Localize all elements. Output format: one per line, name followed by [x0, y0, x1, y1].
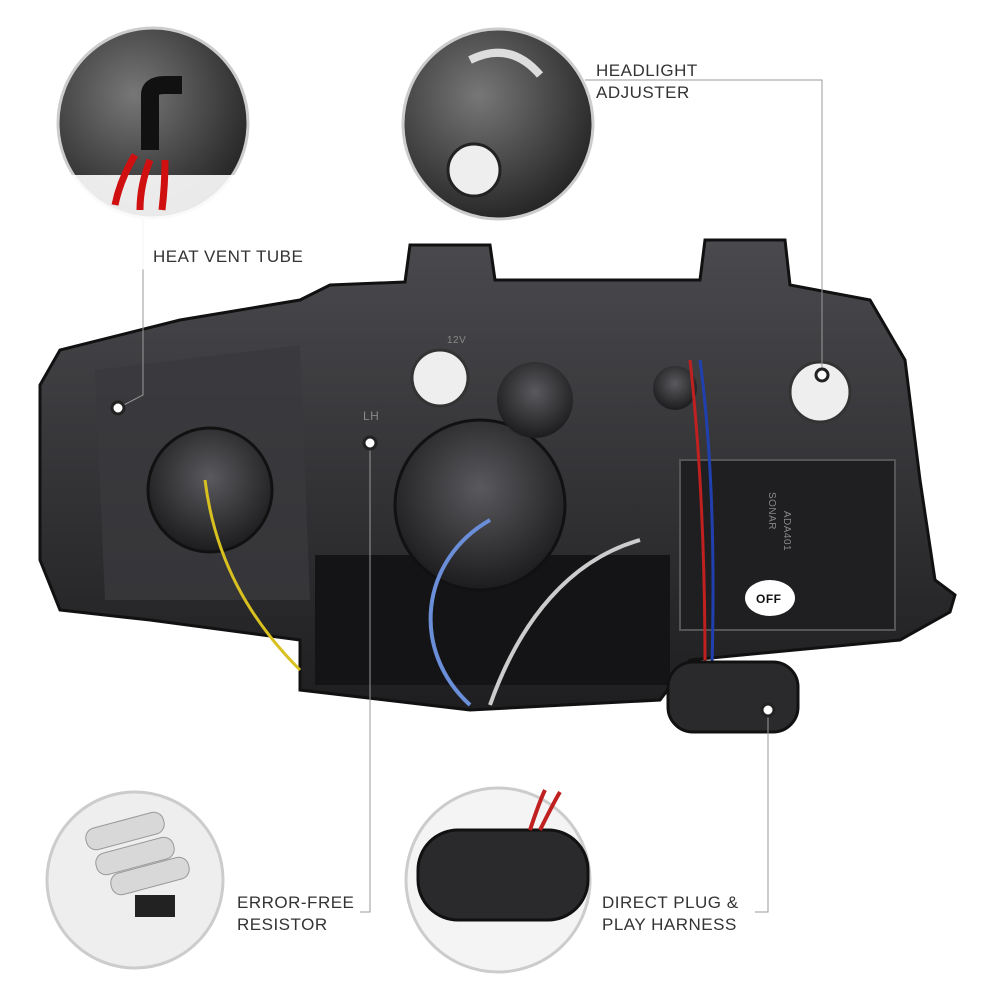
resistor-detail	[45, 790, 225, 970]
harness-marker	[760, 702, 776, 718]
voltage-marking: 12V	[447, 335, 467, 346]
adjuster-screw-right	[788, 360, 852, 424]
harness-detail	[404, 786, 592, 974]
heat-vent-label: HEAT VENT TUBE	[153, 247, 304, 266]
model-marking: ADA401	[781, 510, 793, 552]
resistor-marker	[362, 435, 378, 451]
adjuster-marker	[814, 367, 830, 383]
aux-socket	[497, 362, 573, 438]
heat-vent-detail	[56, 26, 250, 270]
adjuster-detail	[401, 27, 595, 221]
off-switch	[745, 580, 795, 616]
harness-label-line1: DIRECT PLUG &	[602, 893, 739, 912]
high-beam-socket	[393, 418, 567, 592]
harness-connector	[666, 660, 800, 734]
off-switch-label: OFF	[756, 592, 782, 606]
low-beam-socket	[146, 426, 274, 554]
adjuster-screw-left	[410, 348, 470, 408]
resistor-label-line1: ERROR-FREE	[237, 893, 355, 912]
resistor-label-line2: RESISTOR	[237, 915, 328, 934]
adjuster-label-line2: ADJUSTER	[596, 83, 690, 102]
plug-socket	[653, 366, 697, 410]
side-marking: LH	[363, 409, 380, 423]
adjuster-label-line1: HEADLIGHT	[596, 61, 698, 80]
leader-lines	[117, 79, 823, 913]
heat-vent-marker	[110, 400, 126, 416]
harness-label-line2: PLAY HARNESS	[602, 915, 737, 934]
